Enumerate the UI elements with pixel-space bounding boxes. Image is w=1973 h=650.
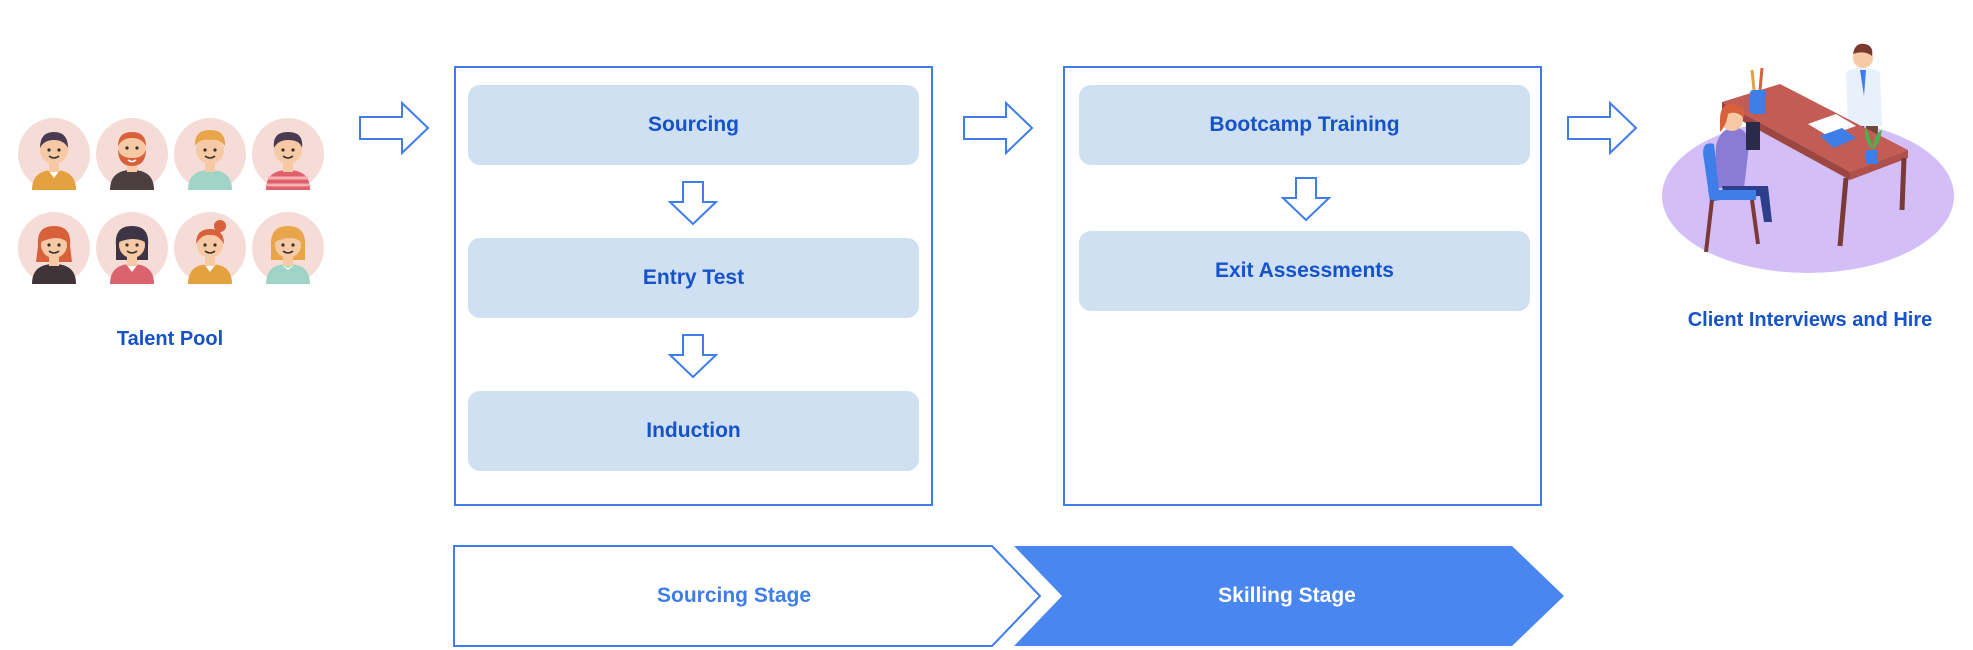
avatar-woman-dark-hair-icon — [96, 212, 168, 284]
hire-label: Client Interviews and Hire — [1687, 309, 1933, 331]
avatar-woman-blonde-icon — [252, 212, 324, 284]
skilling-stage-label: Skilling Stage — [1218, 584, 1356, 607]
step-exit-assessments: Exit Assessments — [1079, 231, 1530, 311]
skilling-panel: Bootcamp Training Exit Assessments — [1063, 66, 1542, 506]
stage-banner — [453, 545, 1564, 647]
sourcing-stage-chevron — [453, 545, 1042, 647]
arrow-down-icon — [1280, 177, 1332, 222]
arrow-right-icon — [1567, 100, 1638, 156]
avatar-woman-red-hair-icon — [18, 212, 90, 284]
avatar-woman-bun-icon — [174, 212, 246, 284]
avatar-man-blond-icon — [174, 118, 246, 190]
arrow-right-icon — [359, 100, 430, 156]
arrow-down-icon — [667, 181, 719, 226]
step-bootcamp-training: Bootcamp Training — [1079, 85, 1530, 165]
avatar-man-striped-shirt-icon — [252, 118, 324, 190]
avatar-man-dark-hair-icon — [18, 118, 90, 190]
talent-pool-label: Talent Pool — [116, 328, 224, 350]
step-entry-test: Entry Test — [468, 238, 919, 318]
sourcing-panel: Sourcing Entry Test Induction — [454, 66, 933, 506]
step-sourcing: Sourcing — [468, 85, 919, 165]
step-induction: Induction — [468, 391, 919, 471]
interview-illustration-icon — [1662, 43, 1954, 273]
skilling-stage-chevron — [1014, 546, 1564, 646]
arrow-down-icon — [667, 334, 719, 379]
sourcing-stage-label: Sourcing Stage — [656, 584, 812, 607]
arrow-right-icon — [963, 100, 1034, 156]
avatar-man-beard-icon — [96, 118, 168, 190]
